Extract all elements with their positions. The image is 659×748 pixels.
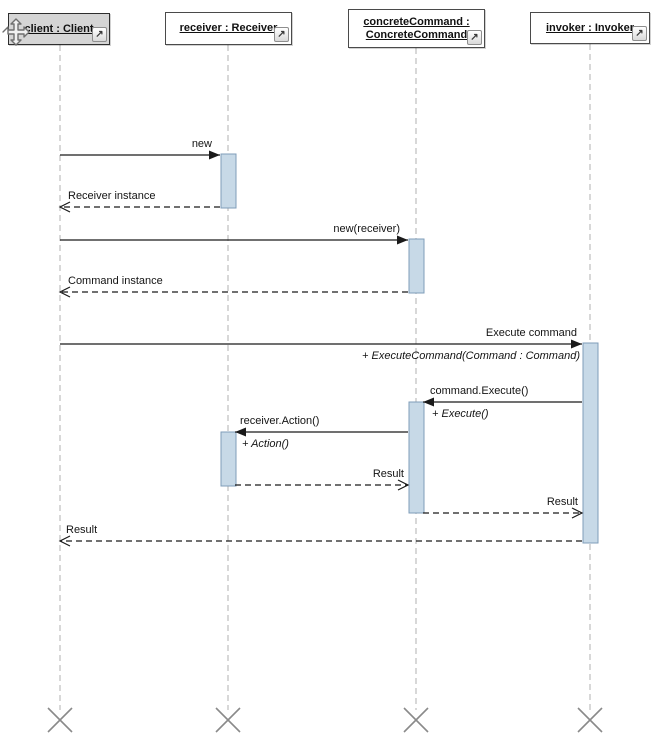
message-label: new bbox=[191, 138, 212, 150]
lifeline-title: receiver : Receiver bbox=[179, 22, 278, 34]
solid-arrowhead-icon bbox=[571, 339, 582, 349]
message-label: receiver.Action() bbox=[240, 415, 320, 427]
activation-bar-concreteCommand[interactable] bbox=[408, 401, 425, 514]
solid-arrowhead-icon bbox=[397, 235, 408, 245]
message-signature: + ExecuteCommand(Command : Command) bbox=[362, 350, 580, 362]
open-arrowhead-icon bbox=[58, 201, 71, 213]
lifeline-head-invoker[interactable]: invoker : Invoker↗ bbox=[530, 12, 650, 44]
destroy-x-icon bbox=[215, 707, 241, 733]
open-arrowhead-icon bbox=[58, 286, 71, 298]
message-signature: + Action() bbox=[242, 438, 289, 450]
message-signature: + Execute() bbox=[432, 408, 489, 420]
lifeline-title: client : Client bbox=[24, 22, 94, 35]
lifeline-head-client[interactable]: client : Client↗ bbox=[8, 13, 110, 45]
lifeline-head-receiver[interactable]: receiver : Receiver↗ bbox=[165, 12, 292, 45]
lifeline-title: concreteCommand : bbox=[363, 15, 470, 28]
expand-arrow-icon[interactable]: ↗ bbox=[632, 26, 647, 41]
open-arrowhead-icon bbox=[397, 479, 410, 491]
message-label: new(receiver) bbox=[333, 223, 400, 235]
lifeline-head-concreteCommand[interactable]: concreteCommand :ConcreteCommand↗ bbox=[348, 9, 485, 48]
lifeline-title: invoker : Invoker bbox=[545, 21, 635, 34]
activation-bar-concreteCommand[interactable] bbox=[408, 238, 425, 294]
message-label: Result bbox=[546, 496, 578, 508]
lifeline-title: ConcreteCommand bbox=[365, 28, 468, 41]
message-label: Execute command bbox=[485, 327, 577, 339]
destroy-x-icon bbox=[577, 707, 603, 733]
solid-arrowhead-icon bbox=[423, 397, 434, 407]
message-label: Command instance bbox=[68, 275, 163, 287]
message-label: command.Execute() bbox=[430, 385, 529, 397]
expand-arrow-icon[interactable]: ↗ bbox=[92, 27, 107, 42]
open-arrowhead-icon bbox=[58, 535, 71, 547]
message-label: Receiver instance bbox=[68, 190, 156, 202]
activation-bar-receiver[interactable] bbox=[220, 153, 237, 209]
activation-bar-invoker[interactable] bbox=[582, 342, 599, 544]
message-label: Result bbox=[66, 524, 98, 536]
expand-arrow-icon[interactable]: ↗ bbox=[274, 27, 289, 42]
expand-arrow-icon[interactable]: ↗ bbox=[467, 30, 482, 45]
solid-arrowhead-icon bbox=[209, 150, 220, 160]
solid-arrowhead-icon bbox=[235, 427, 246, 437]
destroy-x-icon bbox=[47, 707, 73, 733]
activation-bar-receiver[interactable] bbox=[220, 431, 237, 487]
move-cursor-icon bbox=[2, 18, 30, 46]
message-label: Result bbox=[372, 468, 404, 480]
open-arrowhead-icon bbox=[571, 507, 584, 519]
destroy-x-icon bbox=[403, 707, 429, 733]
